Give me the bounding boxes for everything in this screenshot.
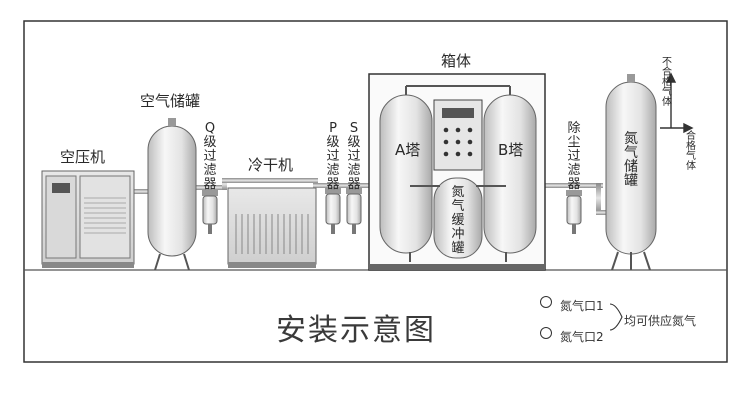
- refrigerated-dryer: [227, 187, 317, 268]
- label-q-filter: Q级过滤器: [203, 121, 217, 192]
- outer-frame: [23, 20, 728, 363]
- label-qualified-gas: 合格气体: [686, 131, 696, 172]
- label-nitrogen-tank: 氮气储罐: [624, 131, 638, 189]
- outlet-bracket: [609, 303, 623, 331]
- outlet-1-marker: [540, 296, 552, 308]
- tower-b: [483, 94, 537, 254]
- outlet-note: 均可供应氮气: [624, 314, 697, 328]
- q-filter: [202, 190, 218, 234]
- label-tower-b: B塔: [498, 141, 524, 159]
- label-tower-a: A塔: [395, 141, 421, 159]
- label-dust-filter: 除尘过滤器: [567, 121, 581, 192]
- air-receiver-tank: [147, 118, 197, 271]
- label-s-filter: S级过滤器: [347, 121, 361, 192]
- nitrogen-storage-tank: [605, 74, 657, 271]
- dust-filter: [566, 190, 582, 234]
- outlet-2-marker: [540, 327, 552, 339]
- p-filter: [325, 188, 341, 234]
- label-buffer-tank: 氮气缓冲罐: [451, 185, 465, 256]
- tower-a: [379, 94, 433, 254]
- air-compressor: [41, 170, 135, 268]
- label-air-tank: 空气储罐: [140, 92, 201, 110]
- s-filter: [346, 188, 362, 234]
- label-unqualified-gas: 不合格气体: [662, 57, 672, 108]
- label-cabinet: 箱体: [441, 52, 472, 70]
- outlet-2-label: 氮气口2: [560, 330, 604, 344]
- outlet-arrows: [660, 72, 694, 134]
- label-dryer: 冷干机: [248, 156, 294, 174]
- buffer-tank: [433, 177, 483, 259]
- label-compressor: 空压机: [60, 148, 106, 166]
- label-p-filter: P级过滤器: [326, 121, 340, 192]
- page-title: 安装示意图: [276, 313, 436, 348]
- generator-cabinet: [368, 73, 546, 271]
- outlet-1-label: 氮气口1: [560, 299, 604, 313]
